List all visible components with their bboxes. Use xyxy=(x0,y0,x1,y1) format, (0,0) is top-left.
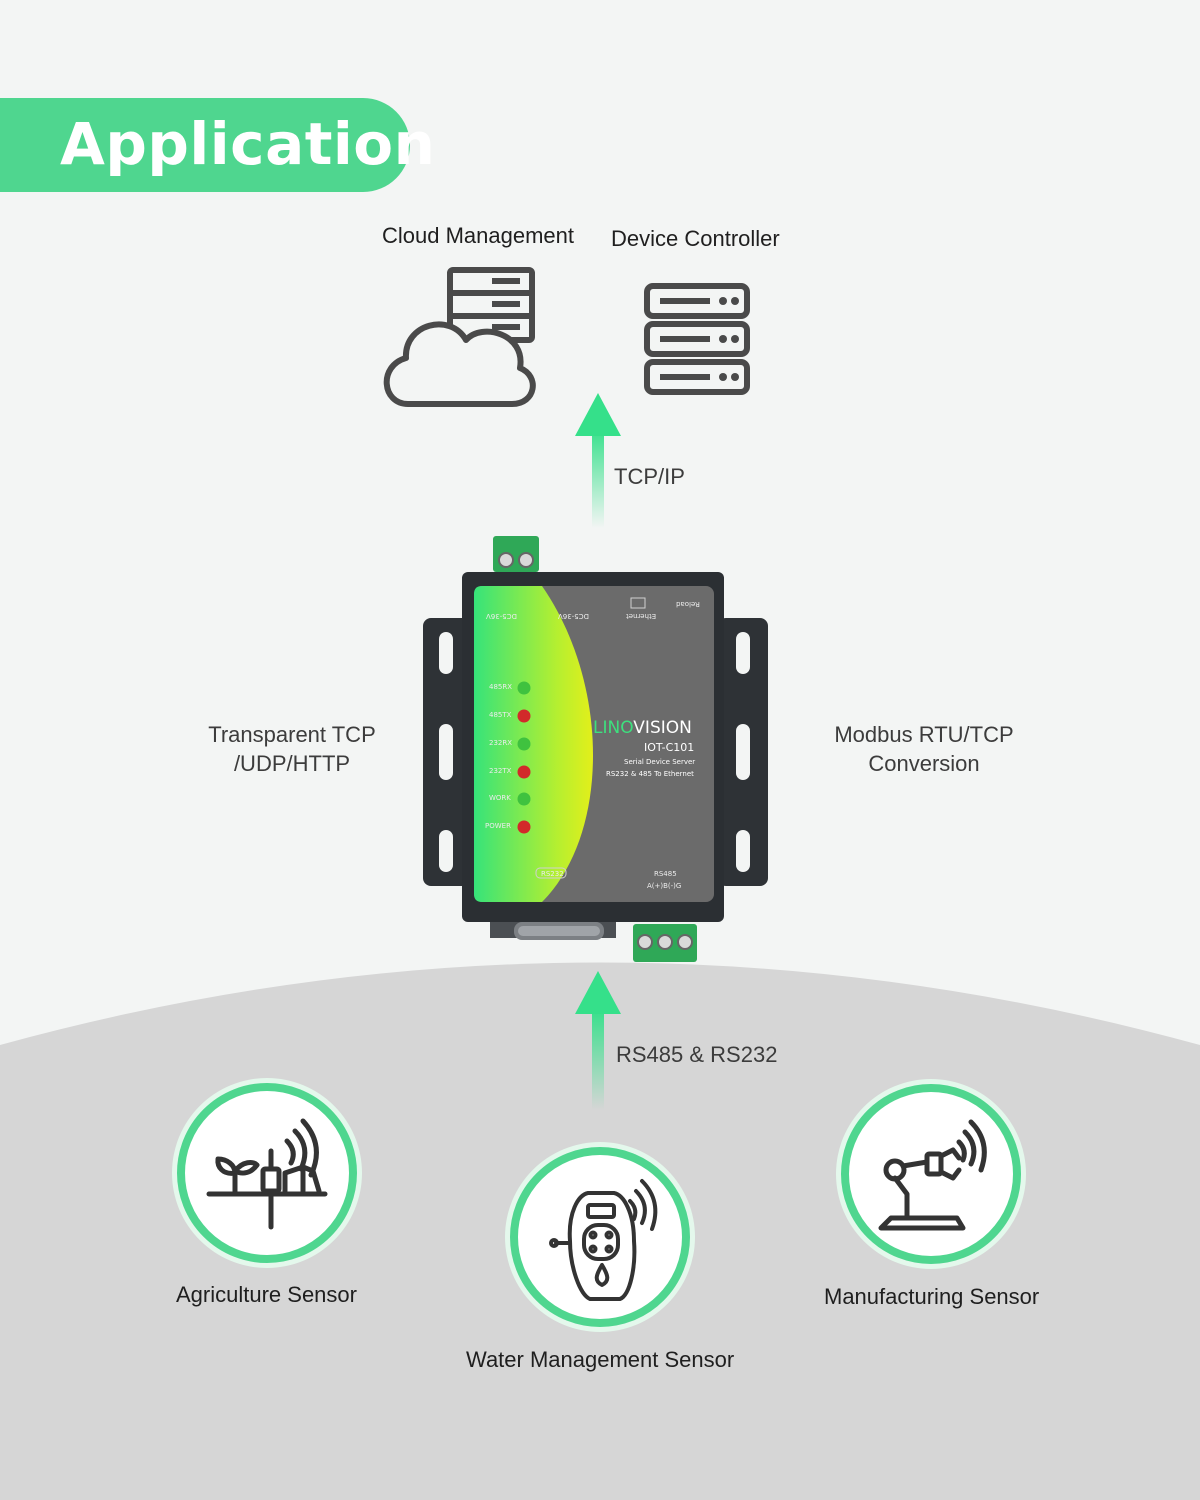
device-brand: LINOVISION xyxy=(593,718,692,738)
led-label-work: WORK xyxy=(489,794,511,802)
led-485rx xyxy=(517,681,531,695)
port-label-rs485-pins: A(+)B(-)G xyxy=(647,882,682,890)
upstream-protocol-label: TCP/IP xyxy=(614,464,685,489)
cloud-management-label: Cloud Management xyxy=(382,223,575,248)
manufacturing-sensor-circle xyxy=(841,1084,1021,1264)
device-description-2: RS232 & 485 To Ethernet xyxy=(606,770,694,778)
led-label-485rx: 485RX xyxy=(489,683,513,691)
cloud-server-icon xyxy=(383,267,536,407)
port-label-power-b: DC5-36V xyxy=(558,612,589,620)
downstream-arrow xyxy=(575,971,621,1110)
page-title: Application xyxy=(60,110,436,178)
port-label-ethernet: Ethernet xyxy=(626,612,657,620)
port-label-reload: Reload xyxy=(676,600,700,608)
led-232tx xyxy=(517,765,531,779)
feature-right: Modbus RTU/TCP Conversion xyxy=(814,720,1034,778)
feature-right-line-2: Conversion xyxy=(868,751,980,776)
agriculture-sensor-circle xyxy=(177,1083,357,1263)
header-banner xyxy=(0,98,410,192)
upstream-arrow xyxy=(575,393,621,528)
brand-suffix: VISION xyxy=(633,718,692,738)
led-label-232tx: 232TX xyxy=(489,767,512,775)
agriculture-sensor-label: Agriculture Sensor xyxy=(176,1282,357,1307)
serial-device-server xyxy=(423,536,768,962)
brand-prefix: LINO xyxy=(593,718,634,738)
led-label-power: POWER xyxy=(485,822,511,830)
water-sensor-icon xyxy=(549,1179,658,1301)
feature-left-line-2: /UDP/HTTP xyxy=(233,751,351,776)
led-label-232rx: 232RX xyxy=(489,739,513,747)
rs485-terminal xyxy=(633,924,697,962)
status-leds xyxy=(517,681,531,834)
water-sensor-label: Water Management Sensor xyxy=(466,1347,735,1372)
water-sensor-circle xyxy=(510,1147,690,1327)
led-485tx xyxy=(517,709,531,723)
device-controller-label: Device Controller xyxy=(611,226,780,251)
feature-left-line-1: Transparent TCP xyxy=(208,722,376,747)
rs232-connector xyxy=(490,922,616,940)
manufacturing-sensor-label: Manufacturing Sensor xyxy=(824,1284,1040,1309)
robot-arm-sensor-icon xyxy=(878,1119,987,1231)
port-label-rs232: RS232 xyxy=(541,870,564,878)
downstream-protocol-label: RS485 & RS232 xyxy=(616,1042,778,1067)
power-terminal xyxy=(493,536,539,572)
device-description-1: Serial Device Server xyxy=(624,758,696,766)
led-work xyxy=(517,792,531,806)
server-rack-icon xyxy=(644,283,750,395)
device-model: IOT-C101 xyxy=(644,741,695,754)
led-power xyxy=(517,820,531,834)
led-label-485tx: 485TX xyxy=(489,711,512,719)
agriculture-sensor-icon xyxy=(206,1118,328,1230)
led-232rx xyxy=(517,737,531,751)
feature-right-line-1: Modbus RTU/TCP xyxy=(834,722,1014,747)
feature-left: Transparent TCP /UDP/HTTP xyxy=(192,720,392,778)
port-label-power-a: DC5-36V xyxy=(486,612,517,620)
port-label-rs485: RS485 xyxy=(654,870,677,878)
